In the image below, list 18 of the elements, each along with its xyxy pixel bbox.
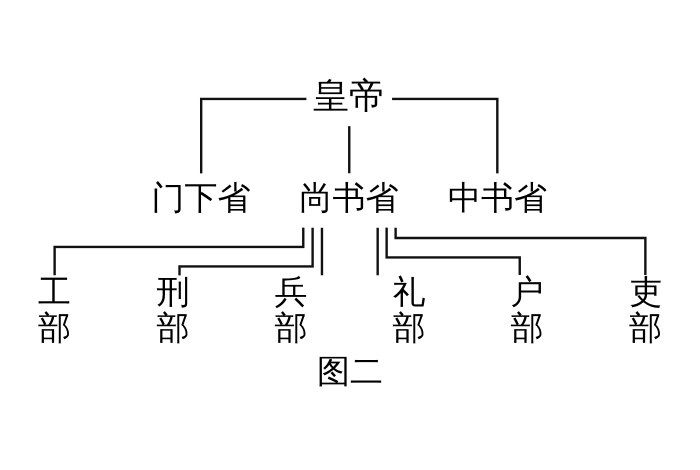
connector	[394, 228, 647, 275]
node-text: 刑部	[156, 272, 190, 348]
connector	[53, 228, 304, 276]
connector	[376, 228, 379, 276]
node-text: 兵部	[274, 272, 308, 348]
caption: 图二	[317, 351, 383, 390]
node-text: 中书省	[448, 178, 547, 217]
node-text: 礼部	[392, 272, 426, 348]
connector	[200, 98, 306, 174]
node-text: 尚书省	[300, 178, 399, 217]
connector	[348, 126, 350, 174]
node-text: 工部	[38, 272, 72, 348]
node-text: 门下省	[152, 178, 251, 217]
node-text: 户部	[510, 272, 544, 348]
connector	[320, 228, 324, 276]
node-text: 吏部	[628, 272, 662, 348]
node-text: 皇帝	[313, 76, 386, 118]
connector	[392, 98, 499, 174]
